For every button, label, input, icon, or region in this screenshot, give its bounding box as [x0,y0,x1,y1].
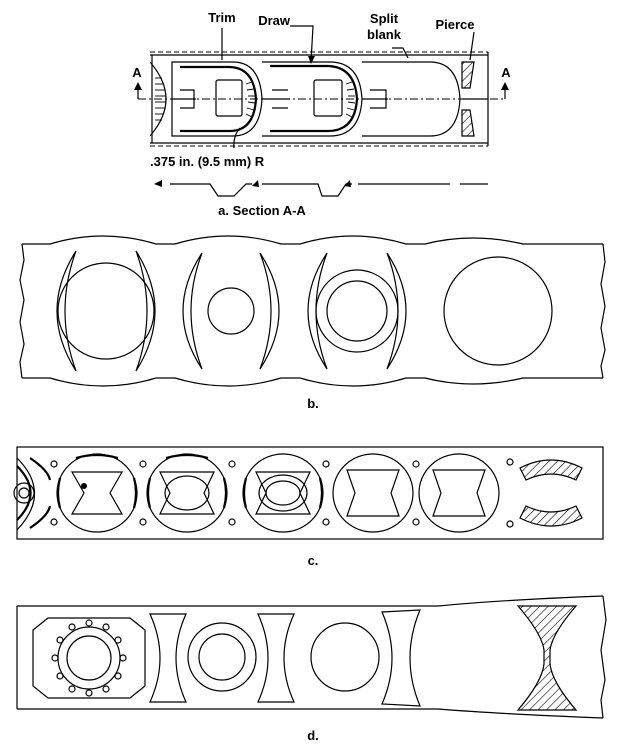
stage-a-trim [171,61,263,137]
caption-d: d. [307,728,319,743]
callout-leaders [221,25,475,149]
strip-d [16,595,607,719]
strip-c [16,446,604,540]
stage-c-4 [332,453,414,533]
slot-d-2 [257,613,295,703]
stage-b-2 [182,252,280,370]
slot-d-3 [381,609,421,707]
caption-a: a. Section A-A [218,203,306,218]
callout-trim: Trim [208,10,235,25]
slot-d-1 [149,613,187,703]
callout-split-blank-line2: blank [367,27,402,42]
stage-b-1 [56,250,156,372]
pilot-holes-c [50,458,514,528]
stage-b-3 [307,252,407,370]
stage-c-5 [418,453,500,533]
panel-b: b. [19,235,606,411]
callout-split-blank-line1: Split [370,11,399,26]
section-profile [154,180,488,197]
radius-note: .375 in. (9.5 mm) R [150,154,265,169]
panel-d: d. [16,595,607,743]
caption-c: c. [308,553,319,568]
stage-d-1 [32,617,146,699]
section-marker-right: A [501,65,511,80]
stage-c-partial [13,457,52,531]
caption-b: b. [307,396,319,411]
section-marker-left: A [132,65,142,80]
callout-pierce: Pierce [435,17,474,32]
section-line-a-a [134,82,509,100]
panel-c: c. [13,446,604,568]
stage-b-4 [443,256,553,366]
stage-c-3 [242,453,324,533]
stage-c-2 [146,453,228,533]
stage-a-pierce [461,61,488,137]
strip-b [19,235,606,387]
stage-c-1 [56,453,138,533]
stage-d-4 [516,605,578,711]
bolt-holes-d [51,619,127,697]
panel-a: A A Trim Draw Split blank Pierce .375 in… [132,10,511,218]
stage-c-6 [519,459,583,527]
callout-draw: Draw [258,13,291,28]
stage-d-3 [310,622,380,692]
stage-d-2 [187,622,257,692]
